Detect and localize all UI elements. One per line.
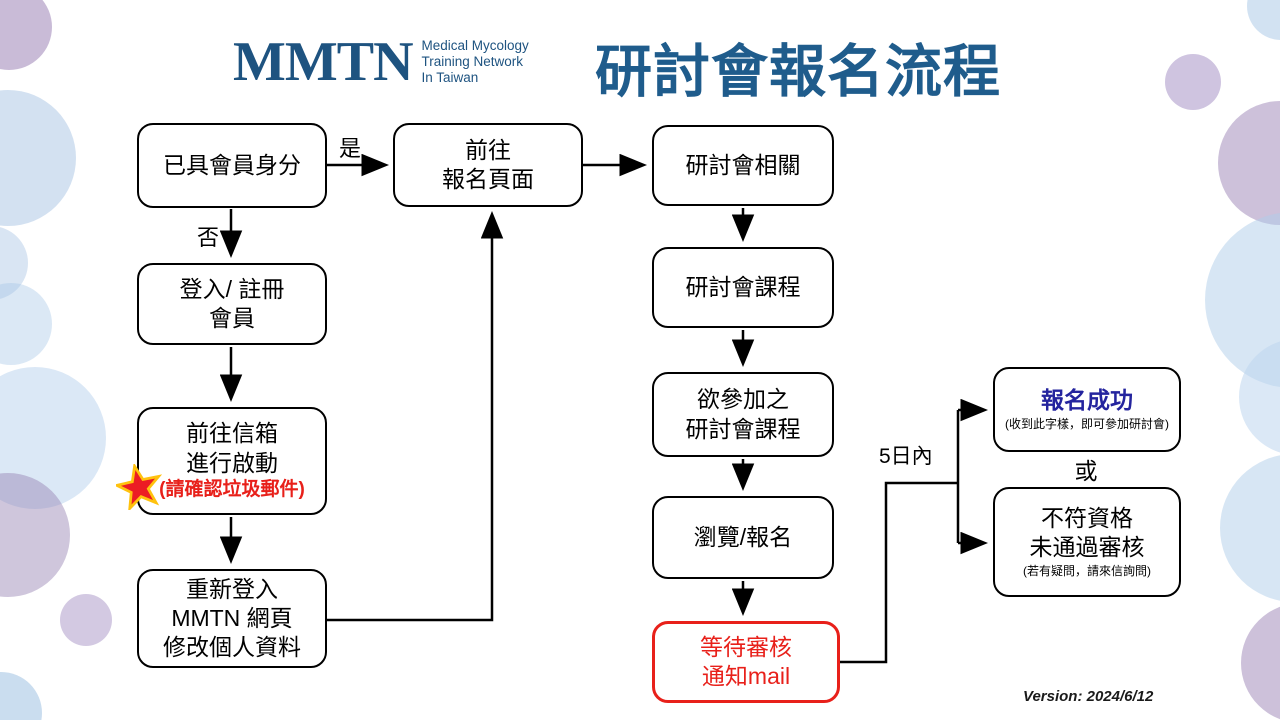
- edge-label-no: 否: [196, 225, 219, 250]
- flow-box-seminar-courses: 研討會課程: [652, 247, 834, 328]
- box-line: 研討會課程: [685, 273, 801, 300]
- rejected-note: (若有疑問，請來信詢問): [1023, 564, 1151, 579]
- box-line: 前往信箱: [186, 420, 278, 447]
- flow-box-wait-review: 等待審核 通知mail: [652, 621, 840, 703]
- box-line: 研討會課程: [685, 415, 801, 442]
- flow-box-goto-registration: 前往 報名頁面: [393, 123, 583, 207]
- flow-box-rejected: 不符資格 未通過審核 (若有疑問，請來信詢問): [993, 487, 1181, 597]
- spam-warning-note: (請確認垃圾郵件): [159, 478, 305, 500]
- box-line: 修改個人資料: [163, 634, 301, 661]
- box-line: 會員: [209, 305, 255, 331]
- flow-box-browse-register: 瀏覽/報名: [652, 496, 834, 579]
- logo-tagline-line: In Taiwan: [421, 70, 479, 86]
- box-line: 等待審核: [700, 633, 792, 660]
- box-line: 已具會員身分: [163, 151, 301, 178]
- flow-box-activate-mail: 前往信箱 進行啟動 (請確認垃圾郵件): [137, 407, 327, 515]
- box-line: 不符資格: [1041, 505, 1133, 531]
- flow-box-member-check: 已具會員身分: [137, 123, 327, 208]
- connector-wait-branch: [840, 481, 958, 664]
- box-line: 前往: [465, 136, 511, 163]
- edge-label-or: 或: [1074, 458, 1098, 484]
- logo-tagline-line: Medical Mycology: [421, 37, 529, 53]
- box-line: 報名頁面: [442, 166, 534, 192]
- logo-tagline-line: Training Network: [421, 53, 524, 69]
- box-line: 未通過審核: [1029, 534, 1145, 561]
- flow-box-success: 報名成功 (收到此字樣，即可參加研討會): [993, 367, 1181, 452]
- edge-label-within-days: 5日內: [879, 445, 933, 468]
- mmtn-logo: MMTN Medical Mycology Training Network I…: [233, 34, 529, 90]
- arrow-relogin-goto: [327, 211, 504, 622]
- edge-label-yes: 是: [338, 136, 361, 161]
- highlight-star-icon: [116, 464, 162, 510]
- decor-circle: [1165, 54, 1221, 110]
- version-label: Version: 2024/6/12: [1023, 688, 1154, 705]
- flow-box-desired-course: 欲參加之 研討會課程: [652, 372, 834, 457]
- flow-box-relogin: 重新登入 MMTN 網頁 修改個人資料: [137, 569, 327, 668]
- box-line: MMTN 網頁: [171, 604, 293, 631]
- flow-box-login-register: 登入/ 註冊 會員: [137, 263, 327, 345]
- success-title: 報名成功: [1041, 387, 1133, 414]
- box-line: 登入/ 註冊: [179, 275, 285, 302]
- logo-tagline: Medical Mycology Training Network In Tai…: [422, 38, 529, 87]
- box-line: 重新登入: [186, 575, 278, 602]
- logo-acronym: MMTN: [233, 31, 414, 93]
- box-line: 瀏覽/報名: [693, 523, 793, 550]
- decor-circle: [60, 594, 112, 646]
- flow-box-seminar-related: 研討會相關: [652, 125, 834, 206]
- box-line: 欲參加之: [697, 386, 789, 413]
- box-line: 通知mail: [701, 663, 791, 689]
- page-title: 研討會報名流程: [595, 40, 1001, 104]
- box-line: 研討會相關: [685, 151, 801, 178]
- success-note: (收到此字樣，即可參加研討會): [1005, 417, 1169, 432]
- box-line: 進行啟動: [186, 449, 278, 476]
